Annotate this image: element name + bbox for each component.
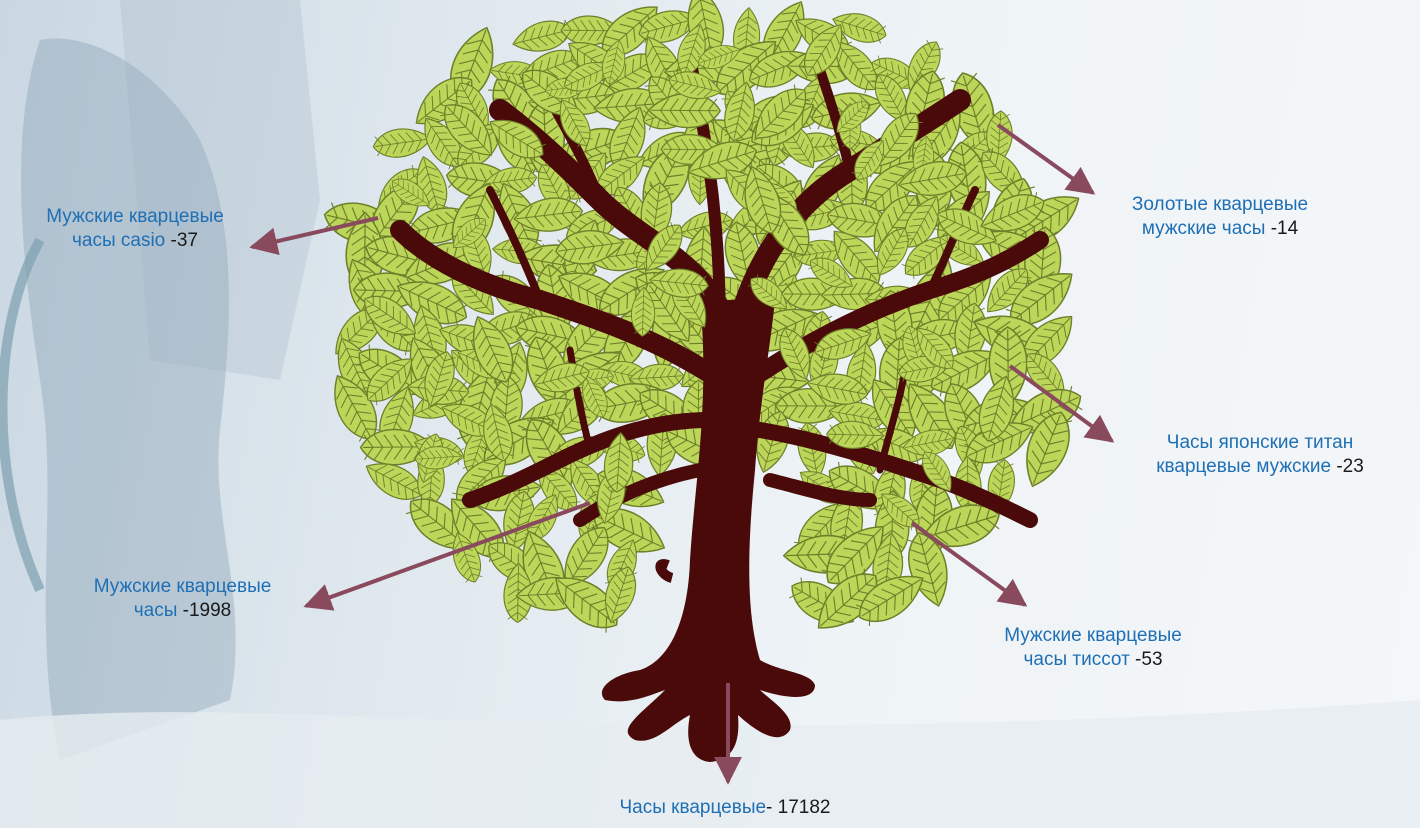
label-line1: Мужские кварцевые bbox=[0, 205, 270, 229]
label-count: -14 bbox=[1265, 218, 1298, 239]
label-count: -23 bbox=[1331, 456, 1364, 477]
label-count: -53 bbox=[1130, 649, 1163, 670]
leaf bbox=[371, 125, 433, 161]
label-keyword: Часы кварцевые bbox=[620, 797, 767, 818]
label-count: -1998 bbox=[177, 600, 231, 621]
label-line1: Золотые кварцевые bbox=[1100, 193, 1340, 217]
label-line1: Мужские кварцевые bbox=[45, 575, 320, 599]
label-mid-right: Часы японские титан кварцевые мужские -2… bbox=[1110, 431, 1410, 479]
label-keyword: часы тиссот bbox=[1023, 649, 1129, 670]
label-line1: Часы японские титан bbox=[1110, 431, 1410, 455]
label-count: - 17182 bbox=[766, 797, 830, 818]
label-line1: Мужские кварцевые bbox=[958, 624, 1228, 648]
label-keyword: мужские часы bbox=[1142, 218, 1266, 239]
label-keyword: кварцевые мужские bbox=[1156, 456, 1331, 477]
label-count: -37 bbox=[165, 230, 198, 251]
label-low-right: Мужские кварцевые часы тиссот -53 bbox=[958, 624, 1228, 672]
label-bottom: Часы кварцевые- 17182 bbox=[575, 796, 875, 820]
label-keyword: часы bbox=[134, 600, 178, 621]
label-top-left: Мужские кварцевые часы casio -37 bbox=[0, 205, 270, 253]
label-top-right: Золотые кварцевые мужские часы -14 bbox=[1100, 193, 1340, 241]
label-mid-left: Мужские кварцевые часы -1998 bbox=[45, 575, 320, 623]
label-keyword: часы casio bbox=[72, 230, 165, 251]
